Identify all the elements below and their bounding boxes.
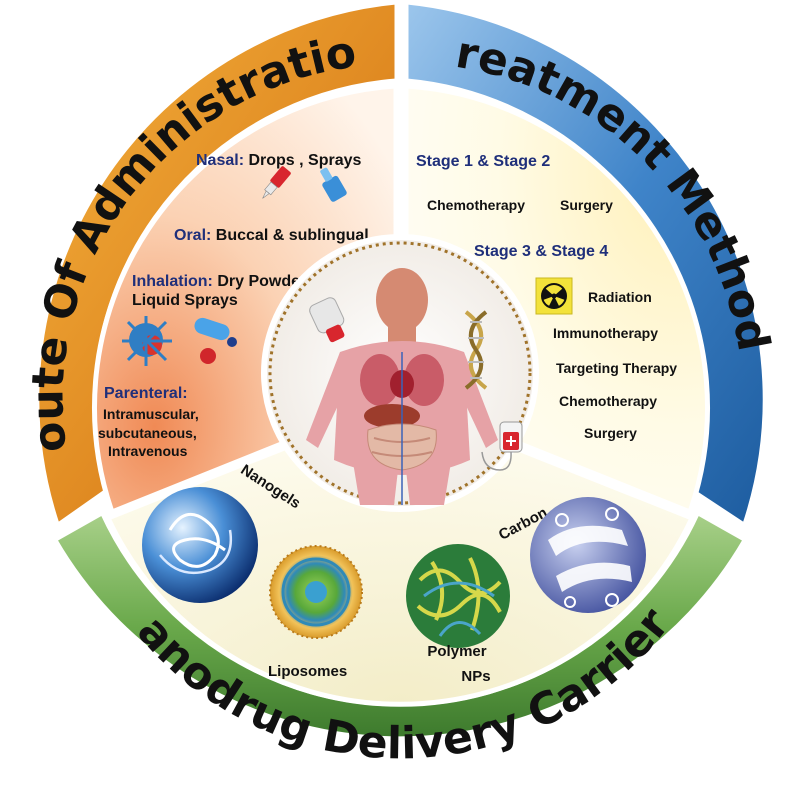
inhalation-line2: Liquid Sprays [132, 292, 238, 309]
inhaler-icon [309, 297, 345, 343]
nasal-spray-icon [320, 167, 347, 202]
polymer-label-line1: Polymer [427, 643, 486, 660]
stage34-label: Stage 3 & Stage 4 [474, 243, 608, 260]
human-body-icon [306, 268, 498, 505]
inhalation-rest: Dry Powders [213, 273, 315, 290]
carriers-panel [104, 399, 696, 707]
drug-particle-icon [122, 316, 172, 366]
surgery-2-label: Surgery [584, 425, 637, 441]
parenteral-head: Parenteral: [104, 385, 188, 402]
parenteral-line3: Intravenous [108, 443, 188, 459]
liposome-icon [269, 545, 363, 639]
pill-icon [200, 348, 216, 364]
parenteral-line2: subcutaneous, [98, 425, 197, 441]
targeting-label: Targeting Therapy [556, 360, 677, 376]
polymer-np-icon [406, 544, 510, 648]
surgery-1-label: Surgery [560, 197, 613, 213]
immunotherapy-label: Immunotherapy [553, 325, 658, 341]
oral-head: Oral: [174, 227, 211, 244]
stage12-label: Stage 1 & Stage 2 [416, 153, 550, 170]
nasal-head: Nasal: [196, 152, 244, 169]
center-body-illustration [261, 234, 539, 512]
nasal-drops-icon [262, 166, 291, 199]
inhalation-head: Inhalation: [132, 273, 213, 290]
chemo-2-label: Chemotherapy [559, 393, 657, 409]
radiation-label: Radiation [588, 289, 652, 305]
carriers-content: Nanogels Liposomes Polymer NPs Carbon [142, 461, 646, 685]
parenteral-line1: Intramuscular, [103, 406, 199, 422]
oral-rest: Buccal & sublingual [211, 227, 368, 244]
polymer-label-line2: NPs [461, 668, 490, 685]
nasal-line: Nasal: Drops , Sprays [196, 152, 362, 169]
chemo-1-label: Chemotherapy [427, 197, 525, 213]
pill-small-icon [227, 337, 237, 347]
inhalation-line: Inhalation: Dry Powders [132, 273, 315, 290]
liposomes-label: Liposomes [268, 663, 347, 680]
nanogel-sphere-icon [142, 487, 258, 603]
dna-icon [464, 310, 488, 390]
oral-line: Oral: Buccal & sublingual [174, 227, 369, 244]
treatment-content: Stage 1 & Stage 2 Chemotherapy Surgery S… [416, 153, 677, 441]
carbon-nanotube-icon [530, 497, 646, 613]
iv-bag-icon [481, 421, 523, 471]
route-content: Nasal: Drops , Sprays Oral: Buccal & sub… [98, 152, 369, 459]
radiation-icon [535, 277, 573, 315]
capsule-icon [194, 317, 230, 341]
nasal-rest: Drops , Sprays [244, 152, 361, 169]
